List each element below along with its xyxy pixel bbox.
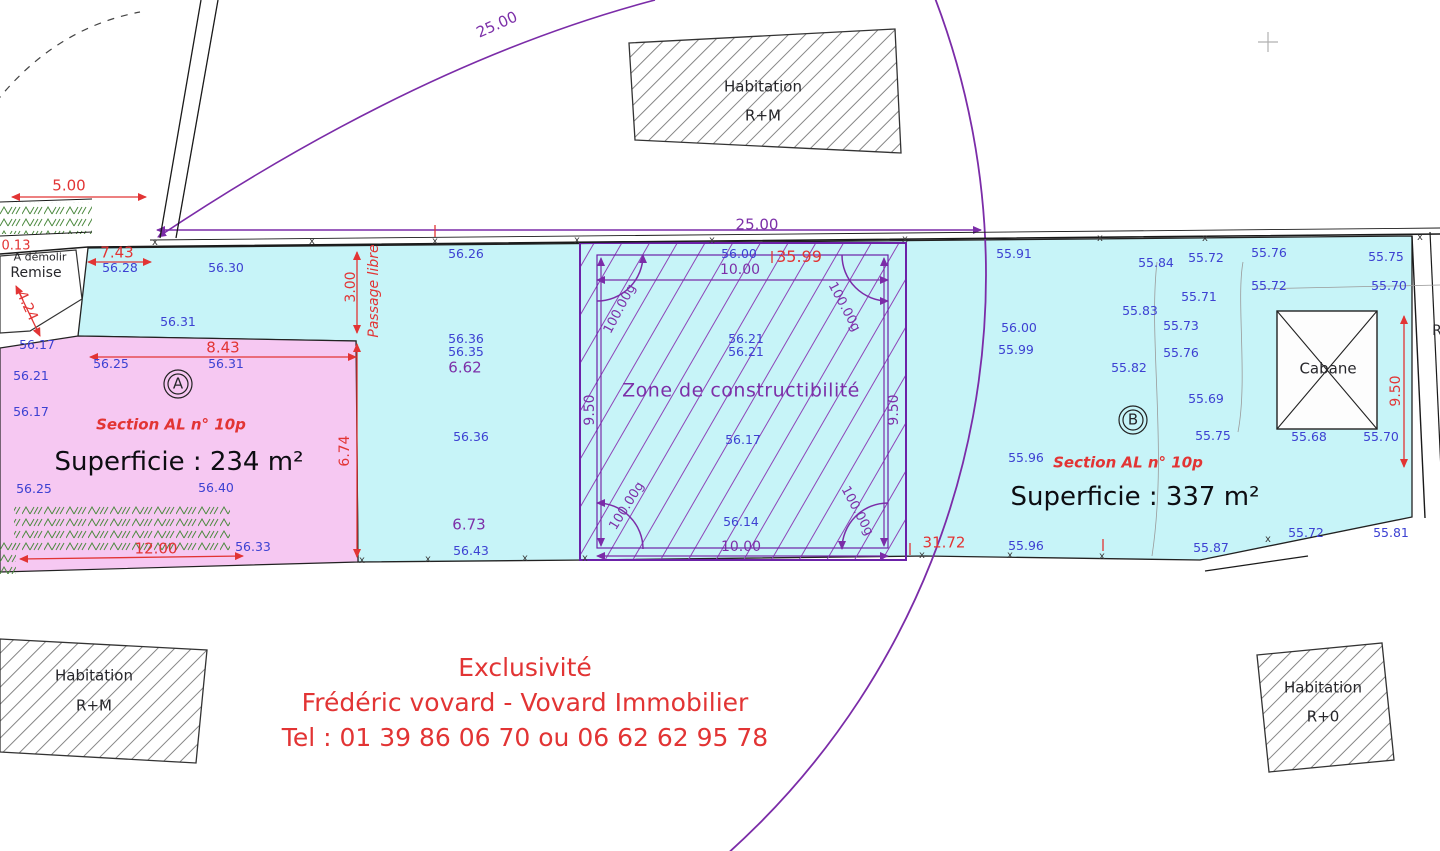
footer-contact: Exclusivité Frédéric vovard - Vovard Imm… (282, 650, 768, 755)
vegetation-areas (0, 202, 230, 574)
footer-agency: Frédéric vovard - Vovard Immobilier (301, 688, 749, 717)
building-bottom-right-habitation (1256, 642, 1395, 773)
boundary-lines (0, 0, 1440, 572)
parcel-a-marker (163, 369, 193, 399)
building-cabane (1276, 310, 1378, 430)
footer-phone: Tel : 01 39 86 06 70 ou 06 62 62 95 78 (281, 723, 769, 752)
red-dimensions (11, 193, 1408, 563)
parcel-b-marker (1118, 405, 1148, 435)
building-remise (0, 249, 83, 334)
grid-cross (1258, 32, 1278, 52)
survey-arc (156, 0, 987, 851)
footer-exclusivite: Exclusivité (458, 653, 592, 682)
constructibility-zone (579, 242, 907, 561)
building-bottom-left-habitation (0, 638, 208, 764)
building-top-habitation (628, 28, 902, 154)
